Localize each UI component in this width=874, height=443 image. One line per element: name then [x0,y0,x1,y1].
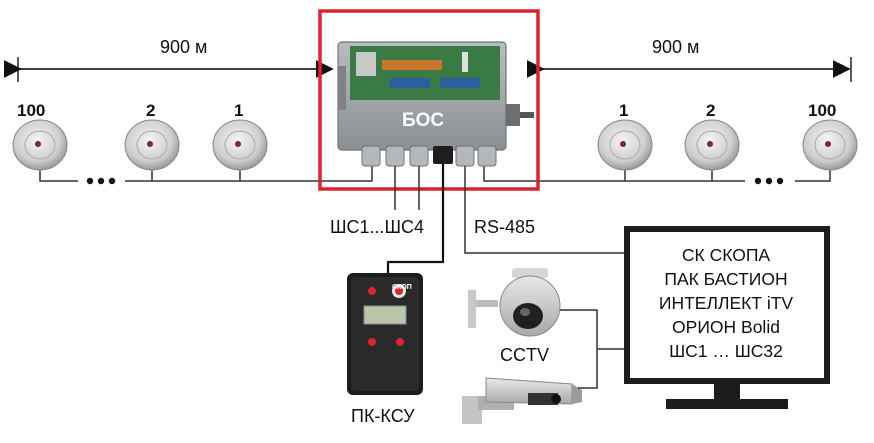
dome-camera [468,268,561,337]
sensor-number-right-100: 100 [808,101,837,120]
handheld-logo: СКОП [392,284,412,291]
ellipsis-left [86,177,116,185]
cctv-lines [560,309,626,389]
sensor-line-left [39,165,373,182]
ellipsis-right [754,177,784,185]
cctv-label: CCTV [500,345,549,365]
controller-box [337,41,534,167]
monitor-line-1: СК СКОПА [681,245,771,265]
sensor-number-right-1: 1 [619,101,629,120]
distance-arrow-left [3,57,334,82]
zones-label: ШС1...ШС4 [330,217,425,237]
distance-arrow-right [526,57,852,82]
sensor-left-100 [12,119,68,171]
sensor-number-left-100: 100 [17,101,46,120]
monitor-line-3: ИНТЕЛЛЕКТ iTV [658,293,794,313]
rs485-label: RS-485 [474,217,536,237]
monitor-text: СК СКОПА ПАК БАСТИОН ИНТЕЛЛЕКТ iTV ОРИОН… [628,243,824,363]
sensor-number-right-2: 2 [706,101,716,120]
zone-lines [394,166,420,210]
handheld-label: ПК-КСУ [351,406,415,426]
sensor-right-100 [802,119,858,171]
bullet-camera [462,377,582,424]
sensor-line-right [483,165,831,182]
handheld-device [347,273,423,395]
sensor-right-1 [597,119,653,171]
controller-label: БОС [402,110,445,131]
monitor-line-4: ОРИОН Bolid [672,317,780,337]
distance-label-left: 900 м [160,37,208,57]
monitor-line-5: ШС1 … ШС32 [669,341,783,361]
controller-highlight-frame [318,9,540,191]
sensor-number-left-2: 2 [146,101,156,120]
monitor-line-2: ПАК БАСТИОН [664,269,788,289]
sensor-left-2 [124,119,180,171]
handheld-cable [386,164,445,275]
sensor-number-left-1: 1 [234,101,244,120]
distance-label-right: 900 м [652,37,700,57]
sensor-left-1 [212,119,268,171]
monitor [624,226,830,409]
rs485-line [464,166,626,254]
sensor-right-2 [684,119,740,171]
